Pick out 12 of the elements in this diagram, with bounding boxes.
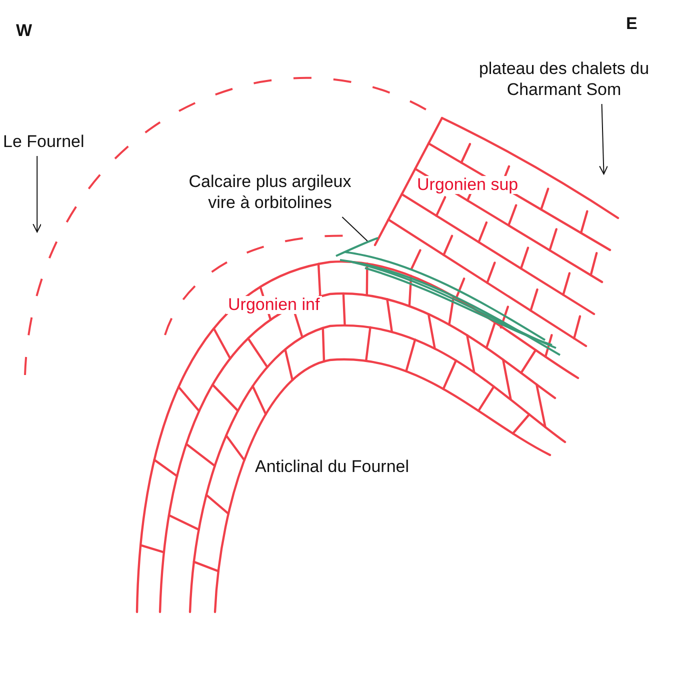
marl-band-drawing [336, 237, 560, 356]
place-label: Le Fournel [3, 131, 84, 152]
layer-label: Urgonien sup [415, 176, 520, 194]
compass-direction: E [626, 13, 638, 34]
leader-line [342, 216, 368, 242]
place-label: plateau des chalets du Charmant Som [478, 58, 650, 100]
callout-text: Calcaire plus argileux vire à orbitolines [175, 171, 365, 213]
structure-label: Anticlinal du Fournel [255, 456, 410, 477]
layer-label: Urgonien inf [226, 296, 322, 314]
compass-direction: W [16, 20, 32, 41]
arrow [32, 156, 42, 232]
arrow [599, 104, 608, 174]
